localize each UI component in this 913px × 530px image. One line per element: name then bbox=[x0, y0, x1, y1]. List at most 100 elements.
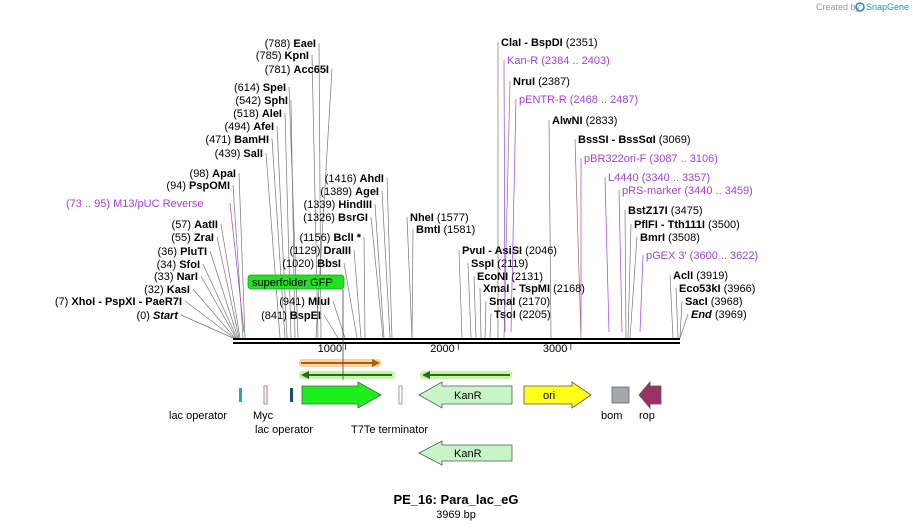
site-label: (36) PluTI bbox=[157, 246, 207, 258]
site-connector-line bbox=[548, 119, 552, 339]
site-label: BmtI (1581) bbox=[416, 224, 475, 236]
site-connector-line bbox=[675, 287, 679, 339]
feature-lac-operator-1 bbox=[239, 388, 242, 402]
site-connector-line bbox=[381, 190, 391, 339]
primer-label: Kan-R (2384 .. 2403) bbox=[507, 55, 610, 67]
primer-connector-line bbox=[618, 189, 623, 333]
site-connector-line bbox=[288, 86, 299, 339]
site-label: SmaI (2170) bbox=[489, 296, 550, 308]
site-label: SspI (2119) bbox=[471, 258, 528, 270]
site-label: (781) Acc65I bbox=[265, 64, 329, 76]
site-connector-line bbox=[192, 288, 236, 339]
orf-arrow-orange bbox=[299, 359, 381, 367]
feature-label-t7te: T7Te terminator bbox=[351, 424, 428, 436]
feature-t7te-terminator bbox=[398, 385, 403, 405]
restriction-site-labels: (788) EaeI(785) KpnI (781) Acc65I (614) Sp… bbox=[55, 37, 756, 322]
site-connector-line bbox=[200, 275, 237, 339]
site-label: XmaI - TspMI (2168) bbox=[483, 283, 585, 295]
feature-label-kanr-2: KanR bbox=[454, 448, 482, 460]
site-connector-line bbox=[629, 236, 638, 339]
site-label: (542) SphI bbox=[235, 95, 288, 107]
feature-myc bbox=[263, 385, 268, 405]
site-label: BmrI (3508) bbox=[640, 232, 700, 244]
site-label: (7) XhoI - PspXI - PaeR7I bbox=[55, 296, 182, 308]
primer-connector-line bbox=[503, 59, 506, 333]
primer-label: pBR322ori-F (3087 .. 3106) bbox=[584, 153, 718, 165]
site-connector-line bbox=[386, 177, 393, 339]
site-label: Eco53kI (3966) bbox=[679, 283, 755, 295]
feature-bom bbox=[611, 386, 630, 404]
site-label: (32) KasI bbox=[144, 284, 190, 296]
site-label: (494) AfeI bbox=[224, 121, 274, 133]
orf-arrow-green-left bbox=[299, 371, 395, 379]
site-connector-line bbox=[271, 138, 286, 339]
site-connector-line bbox=[467, 262, 472, 339]
site-connector-line bbox=[458, 249, 463, 339]
credit-brand: SnapGene bbox=[866, 2, 909, 12]
site-label: (788) EaeI bbox=[265, 38, 316, 50]
site-connector-line bbox=[484, 300, 487, 339]
map-length: 3969 bp bbox=[436, 509, 476, 521]
site-connector-line bbox=[679, 300, 683, 339]
primer-labels: (73 .. 95) M13/pUC Reverse Kan-R (2384 ..… bbox=[66, 55, 758, 262]
primer-label: pENTR-R (2468 .. 2487) bbox=[519, 94, 638, 106]
site-label: (98) ApaI bbox=[190, 168, 236, 180]
feature-gfp-arrow bbox=[301, 381, 382, 409]
site-connector-line bbox=[363, 236, 366, 339]
site-connector-line bbox=[315, 68, 333, 339]
site-label: (57) AatII bbox=[172, 219, 218, 231]
site-label: (1020) BbsI bbox=[282, 258, 341, 270]
site-label: PflFI - Tth111I (3500) bbox=[634, 219, 740, 231]
primer-connector-line bbox=[510, 98, 517, 333]
site-label: (439) SalI bbox=[215, 148, 263, 160]
site-connector-line bbox=[370, 216, 384, 339]
site-connector-line bbox=[624, 209, 627, 339]
tick-label: 2000 bbox=[430, 343, 454, 355]
primer-connector-lines bbox=[229, 59, 644, 333]
site-label: EcoNI (2131) bbox=[477, 271, 543, 283]
site-label: ClaI - BspDI (2351) bbox=[501, 37, 598, 49]
site-connector-line bbox=[216, 236, 240, 339]
site-connector-line bbox=[679, 313, 689, 339]
feature-lac-operator-2 bbox=[290, 388, 293, 402]
site-connector-line bbox=[184, 300, 235, 339]
site-connector-line bbox=[265, 152, 281, 339]
site-label: (1326) BsrGI bbox=[303, 212, 368, 224]
site-label: (1339) HindIII bbox=[304, 199, 372, 211]
snapgene-logo-icon bbox=[855, 2, 865, 12]
site-label: (1129) DraIII bbox=[289, 245, 351, 257]
site-label: TsoI (2205) bbox=[494, 309, 551, 321]
primer-connector-line bbox=[229, 202, 245, 333]
feature-rop-arrow bbox=[638, 380, 662, 410]
site-label: (34) SfoI bbox=[157, 259, 200, 271]
site-connector-line bbox=[353, 249, 362, 339]
site-connector-line bbox=[290, 99, 296, 339]
site-label: AlwNI (2833) bbox=[552, 115, 617, 127]
tick-label: 3000 bbox=[543, 343, 567, 355]
feature-ori-arrow bbox=[523, 381, 592, 409]
site-connector-line bbox=[343, 262, 358, 339]
site-connector-line bbox=[220, 223, 241, 339]
site-label: NheI (1577) bbox=[410, 212, 469, 224]
site-label: (785) KpnI bbox=[256, 50, 309, 62]
site-label: PvuI - AsiSI (2046) bbox=[462, 245, 557, 257]
feature-kanr-arrow bbox=[418, 381, 513, 409]
site-label: BstZ17I (3475) bbox=[628, 205, 703, 217]
site-connector-line bbox=[374, 203, 385, 339]
primer-label: (73 .. 95) M13/pUC Reverse bbox=[66, 198, 204, 210]
site-connector-line bbox=[574, 138, 582, 339]
site-label: BssSI - BssSαI (3069) bbox=[578, 134, 691, 146]
primer-label: pGEX 3' (3600 .. 3622) bbox=[646, 250, 758, 262]
site-label: (841) BspEI bbox=[261, 310, 321, 322]
site-connector-line bbox=[311, 54, 319, 339]
feature-kanr-arrow-2 bbox=[418, 440, 513, 466]
site-label: (941) MluI bbox=[279, 296, 330, 308]
site-connector-line bbox=[411, 228, 414, 339]
site-connector-line bbox=[209, 250, 239, 339]
primer-label: L4440 (3340 .. 3357) bbox=[608, 172, 710, 184]
site-label: (33) NarI bbox=[154, 271, 198, 283]
superfolder-gfp-tag: superfolder GFP bbox=[247, 274, 345, 290]
feature-label-myc: Myc bbox=[253, 410, 274, 422]
site-label: (614) SpeI bbox=[234, 82, 286, 94]
